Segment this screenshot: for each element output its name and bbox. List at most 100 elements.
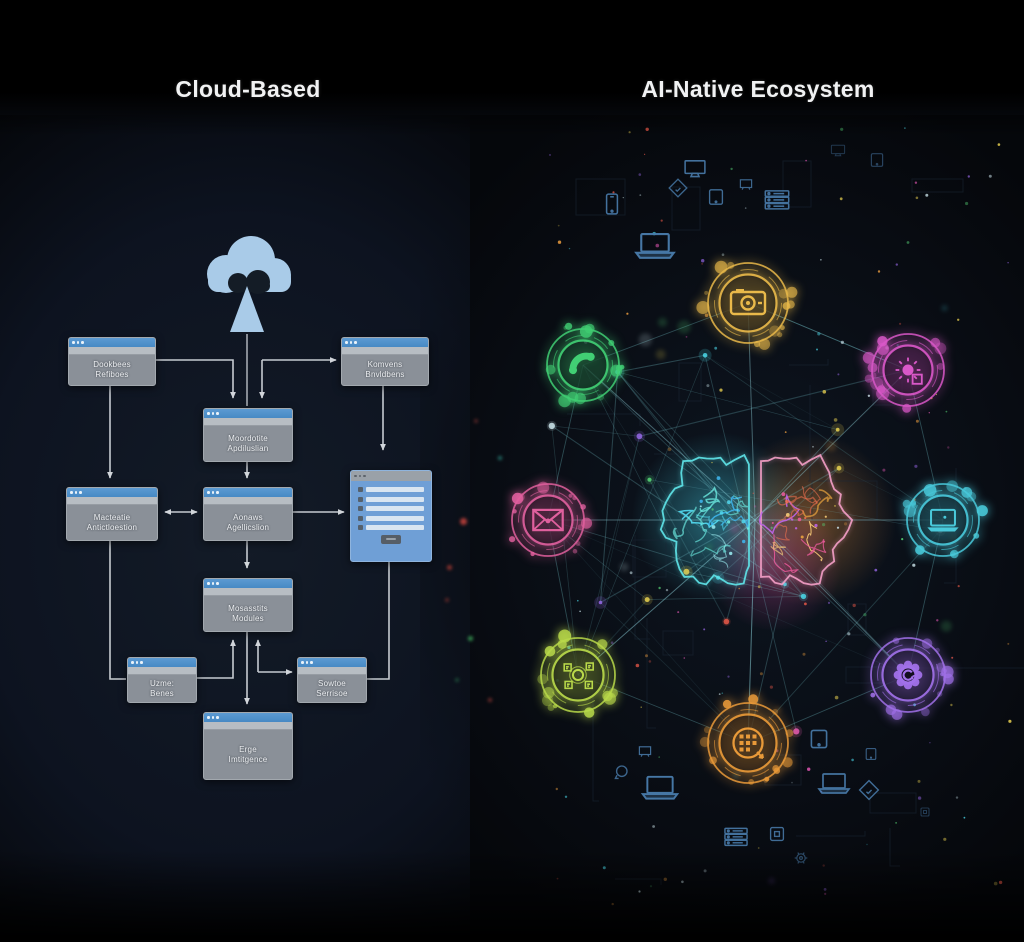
bottom-fade xyxy=(0,850,1024,942)
field-icon xyxy=(358,487,363,492)
window-toolbar xyxy=(298,667,366,675)
window-toolbar xyxy=(128,667,196,675)
device-tablet-icon xyxy=(810,729,828,749)
field-icon xyxy=(358,515,363,521)
window-toolbar xyxy=(204,418,292,426)
window-toolbar xyxy=(69,347,155,355)
field-input xyxy=(366,525,424,530)
window-toolbar xyxy=(67,497,157,505)
device-tv-icon xyxy=(739,179,753,190)
box-label: Uzme: xyxy=(149,678,175,688)
window-toolbar xyxy=(204,497,292,505)
device-tablet-icon xyxy=(865,748,877,760)
field-input xyxy=(366,487,424,492)
field-input xyxy=(366,496,424,502)
bokeh-dot xyxy=(474,419,478,423)
bokeh-dot xyxy=(488,698,492,702)
field-icon xyxy=(358,506,363,511)
device-chip-icon xyxy=(769,826,785,842)
window-titlebar xyxy=(342,338,428,347)
form-field-row xyxy=(358,506,424,511)
device-monitor-icon xyxy=(684,160,706,178)
window-titlebar xyxy=(67,488,157,497)
device-server-icon xyxy=(764,190,790,210)
window-toolbar xyxy=(204,722,292,730)
badge-brightness-icon xyxy=(862,333,947,413)
device-laptop-icon xyxy=(634,232,676,259)
form-field-list xyxy=(351,481,431,530)
window-titlebar xyxy=(128,658,196,667)
window-toolbar xyxy=(342,347,428,355)
device-head-icon xyxy=(614,765,628,780)
window-form xyxy=(350,470,432,562)
field-input xyxy=(366,506,424,511)
box-label: Erge xyxy=(239,744,257,754)
box-label: Serrisoe xyxy=(316,688,348,698)
field-icon xyxy=(358,525,363,530)
badge-laptop-icon xyxy=(902,480,988,559)
brain-icon xyxy=(658,452,855,587)
badge-dialpad-chat-icon xyxy=(699,694,794,785)
device-smartphone-icon xyxy=(605,193,619,215)
right-panel-title: AI-Native Ecosystem xyxy=(641,76,875,102)
window-titlebar xyxy=(204,488,292,497)
bokeh-dot xyxy=(460,518,467,525)
device-chip-icon xyxy=(920,807,930,817)
box-label: Apdiluslian xyxy=(227,443,269,453)
bokeh-dot xyxy=(498,456,502,460)
box-label: Modules xyxy=(232,613,264,623)
form-field-row xyxy=(358,515,424,521)
box-label: Macteatie xyxy=(93,512,131,522)
device-diamond-icon xyxy=(668,178,688,198)
left-panel-title: Cloud-Based xyxy=(175,76,321,102)
box-label: Imtitgence xyxy=(228,754,268,764)
window-titlebar xyxy=(69,338,155,347)
window-box-users: Uzme:Benes xyxy=(127,657,197,703)
window-titlebar xyxy=(204,579,292,588)
badge-modules-gear-icon xyxy=(537,629,618,718)
window-toolbar xyxy=(204,588,292,596)
badge-phone-icon xyxy=(545,322,625,408)
bokeh-dot xyxy=(455,678,459,682)
form-field-row xyxy=(358,525,424,530)
badge-email-icon xyxy=(509,481,593,557)
field-input xyxy=(366,515,424,521)
badge-sync-gear-icon xyxy=(870,637,954,720)
device-tablet-icon xyxy=(708,189,724,205)
device-tv-icon xyxy=(638,746,652,757)
header-band: Cloud-Based AI-Native Ecosystem xyxy=(0,0,1024,115)
window-titlebar xyxy=(204,713,292,722)
form-field-row xyxy=(358,496,424,502)
field-icon xyxy=(358,496,363,502)
cloud-upload-icon xyxy=(207,236,291,332)
bokeh-dot xyxy=(445,598,449,602)
box-label: Moordotite xyxy=(228,433,268,443)
device-monitor-icon xyxy=(830,144,846,157)
box-label: Benes xyxy=(150,688,174,698)
form-submit-button xyxy=(381,534,401,544)
window-titlebar xyxy=(351,471,431,481)
device-tablet-icon xyxy=(870,153,884,167)
device-laptop-icon xyxy=(817,773,851,794)
box-label: Antictloestion xyxy=(86,522,138,532)
box-label: Sowtoe xyxy=(318,678,346,688)
box-label: Agellicslion xyxy=(226,522,270,532)
box-label: Komvens xyxy=(367,360,403,369)
box-label: Refiboes xyxy=(95,370,129,379)
form-field-row xyxy=(358,487,424,492)
window-titlebar xyxy=(298,658,366,667)
device-laptop-icon xyxy=(640,775,680,800)
glow-dots xyxy=(546,127,1012,906)
window-titlebar xyxy=(204,409,292,418)
